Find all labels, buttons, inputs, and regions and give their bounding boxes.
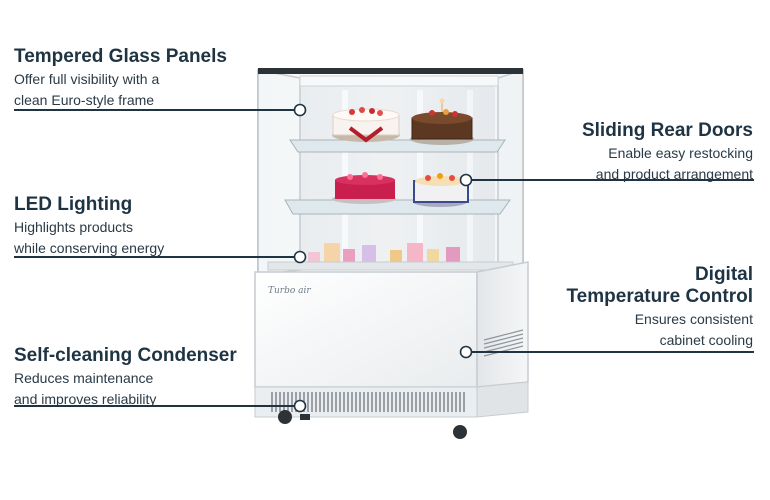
feature-title: Temperature Control (566, 286, 753, 307)
feature-self-cleaning-condenser: Self-cleaning Condenser Reduces maintena… (14, 345, 237, 409)
feature-desc-line: and product arrangement (595, 166, 753, 182)
feature-desc-line: and improves reliability (14, 391, 157, 407)
feature-title: LED Lighting (14, 194, 133, 215)
feature-desc-line: Offer full visibility with a (14, 71, 160, 87)
feature-title: Self-cleaning Condenser (14, 345, 237, 366)
feature-title: Digital (694, 264, 753, 285)
callout-dots (293, 103, 473, 413)
feature-tempered-glass: Tempered Glass Panels Offer full visibil… (14, 46, 227, 110)
cake-white-red (332, 107, 400, 143)
bottom-deck (267, 261, 514, 271)
callout-leaders (14, 109, 754, 407)
pastries-row (308, 243, 460, 264)
cake-blue-fruit (413, 173, 469, 207)
cake-chocolate (410, 98, 474, 145)
shelf-middle (284, 199, 511, 215)
rear-glass-panel (497, 68, 524, 276)
base-cabinet-front (254, 271, 478, 388)
shelf-top (289, 139, 506, 153)
feature-title: Sliding Rear Doors (581, 120, 753, 141)
feature-desc-line: Highlights products (14, 219, 134, 235)
base-cabinet-side (476, 261, 529, 388)
feature-sliding-rear-doors: Sliding Rear Doors Enable easy restockin… (582, 120, 753, 184)
brand-logo: Turbo air (268, 286, 311, 296)
condenser-side (476, 381, 529, 418)
feature-desc-line: clean Euro-style frame (14, 92, 155, 108)
top-frame (258, 68, 523, 74)
condenser-grille (271, 392, 465, 412)
led-light-bar (299, 75, 499, 87)
feature-desc-line: Ensures consistent (634, 311, 753, 327)
feature-digital-temperature-control: Digital Temperature Control Ensures cons… (566, 264, 753, 350)
caster-wheels (278, 410, 467, 439)
side-glass-panel (257, 69, 301, 276)
side-vent (483, 329, 524, 357)
feature-desc-line: while conserving energy (14, 240, 165, 256)
feature-desc-line: Enable easy restocking (608, 145, 753, 161)
feature-title: Tempered Glass Panels (14, 46, 227, 67)
feature-led-lighting: LED Lighting Highlights products while c… (14, 194, 164, 258)
cake-pink (332, 172, 396, 204)
feature-desc-line: Reduces maintenance (14, 370, 154, 386)
feature-desc-line: cabinet cooling (659, 332, 753, 348)
